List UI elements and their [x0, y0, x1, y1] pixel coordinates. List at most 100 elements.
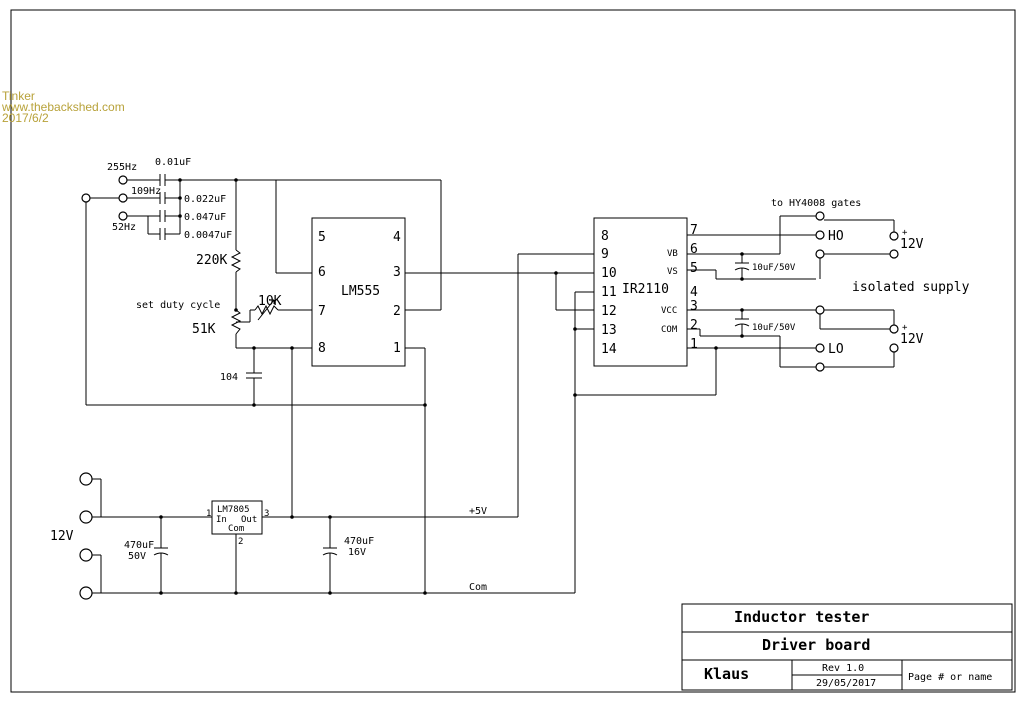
input-terminal-4 — [79, 586, 93, 600]
terminal-52hz — [118, 211, 128, 221]
supply-12v-top-plus — [889, 231, 899, 241]
label-470uf-16v-b: 16V — [348, 547, 366, 558]
ir2110-pin11: 11 — [601, 285, 617, 300]
ir2110-pin6: 6 — [690, 242, 698, 257]
ir2110-pin5: 5 — [690, 261, 698, 276]
ho-terminal — [815, 230, 825, 240]
lm7805-pin3: 3 — [264, 509, 269, 519]
label-12v-bot: 12V — [900, 332, 924, 347]
lm555-ic: LM555 5 4 6 3 7 2 8 1 — [311, 217, 406, 367]
date-text: 29/05/2017 — [816, 678, 876, 689]
label-51k: 51K — [192, 322, 216, 337]
label-220k: 220K — [196, 253, 227, 268]
label-plus-top: + — [902, 228, 908, 238]
power-supply: 12V 470uF 50V LM7805 In Out Com 1 3 2 — [50, 472, 575, 600]
terminal-109hz — [118, 193, 128, 203]
frequency-selector: 255Hz 109Hz 52Hz 0.01uF 0.022uF 0.047uF … — [81, 157, 276, 405]
ir2110-vb: VB — [667, 249, 678, 259]
supply-12v-bot-minus — [889, 343, 899, 353]
label-cap-top: 10uF/50V — [752, 263, 796, 273]
ir2110-pin14: 14 — [601, 342, 617, 357]
ir2110-label: IR2110 — [622, 282, 669, 297]
ir2110-pin9: 9 — [601, 247, 609, 262]
lm555-label: LM555 — [341, 284, 380, 299]
ls-supply-terminal — [815, 305, 825, 315]
label-cap-bot: 10uF/50V — [752, 323, 796, 333]
label-12v-top: 12V — [900, 237, 924, 252]
ir2110-pin10: 10 — [601, 266, 617, 281]
input-terminal-3 — [79, 548, 93, 562]
ir2110-ic: IR2110 8 9 10 11 12 13 14 7 6 5 4 3 2 1 … — [593, 217, 698, 367]
label-plus5v: +5V — [469, 506, 487, 517]
rev-text: Rev 1.0 — [822, 663, 864, 674]
hs-supply-terminal — [815, 249, 825, 259]
label-10k: 10K — [258, 294, 282, 309]
ir2110-pin13: 13 — [601, 323, 617, 338]
watermark-site: www.thebackshed.com — [1, 100, 125, 114]
ir2110-pin1: 1 — [690, 337, 698, 352]
label-255hz: 255Hz — [107, 162, 137, 173]
lm7805-label: LM7805 — [217, 505, 250, 515]
ir2110-vs: VS — [667, 267, 678, 277]
supply-12v-top-minus — [889, 249, 899, 259]
label-12v-input: 12V — [50, 529, 74, 544]
label-52hz: 52Hz — [112, 222, 136, 233]
terminal-255hz — [118, 175, 128, 185]
lm555-pin2: 2 — [393, 304, 401, 319]
title-block: Inductor tester Driver board Klaus Rev 1… — [681, 603, 1013, 691]
lm555-pin6: 6 — [318, 265, 326, 280]
input-terminal-2 — [79, 510, 93, 524]
lm555-pin5: 5 — [318, 230, 326, 245]
label-470uf-16v-a: 470uF — [344, 536, 374, 547]
author-text: Klaus — [704, 665, 749, 683]
label-470uf-50v-a: 470uF — [124, 540, 154, 551]
label-ho: HO — [828, 229, 844, 244]
title-text: Inductor tester — [734, 608, 869, 626]
label-c-0.047uf: 0.047uF — [184, 212, 226, 223]
ir2110-pin7: 7 — [690, 223, 698, 238]
lm7805-out: Out — [241, 515, 257, 525]
label-c-0.0047uf: 0.0047uF — [184, 230, 232, 241]
lm555-pin8: 8 — [318, 341, 326, 356]
input-terminal-1 — [79, 472, 93, 486]
lm7805-com: Com — [228, 524, 244, 534]
label-gates: to HY4008 gates — [771, 198, 861, 209]
label-109hz: 109Hz — [131, 186, 161, 197]
resistor-51k — [230, 309, 242, 335]
timing-resistors: 220K set duty cycle 51K 10K 104 — [86, 178, 427, 407]
label-duty: set duty cycle — [136, 300, 220, 311]
lm555-pin3: 3 — [393, 265, 401, 280]
sheet-border — [10, 9, 1016, 693]
label-plus-bot: + — [902, 323, 908, 333]
gate-terminal-bottom — [815, 362, 825, 372]
watermark-date: 2017/6/2 — [2, 111, 49, 125]
lm7805-in: In — [216, 515, 227, 525]
gate-terminal-top — [815, 211, 825, 221]
ir2110-pin4: 4 — [690, 285, 698, 300]
resistor-220k — [230, 249, 242, 273]
label-104: 104 — [220, 372, 238, 383]
label-470uf-50v-b: 50V — [128, 551, 146, 562]
label-c-0.01uf: 0.01uF — [155, 157, 191, 168]
label-com: Com — [469, 582, 487, 593]
ir2110-pin12: 12 — [601, 304, 617, 319]
ir2110-pin3: 3 — [690, 299, 698, 314]
lm7805-pin1: 1 — [206, 509, 211, 519]
ir2110-com: COM — [661, 325, 678, 335]
subtitle-text: Driver board — [762, 636, 870, 654]
supply-12v-bot-plus — [889, 324, 899, 334]
lm555-pin1: 1 — [393, 341, 401, 356]
ir2110-pin2: 2 — [690, 318, 698, 333]
watermark-author: Tinker — [2, 89, 35, 103]
potentiometer-10k — [254, 304, 279, 316]
page-text: Page # or name — [908, 672, 992, 683]
ir2110-vcc: VCC — [661, 306, 677, 316]
lm555-pin4: 4 — [393, 230, 401, 245]
label-isolated: isolated supply — [852, 280, 970, 295]
lm7805-pin2: 2 — [238, 537, 243, 547]
selector-common-terminal — [81, 193, 91, 203]
ir2110-pin8: 8 — [601, 229, 609, 244]
label-lo: LO — [828, 342, 844, 357]
lm555-pin7: 7 — [318, 304, 326, 319]
